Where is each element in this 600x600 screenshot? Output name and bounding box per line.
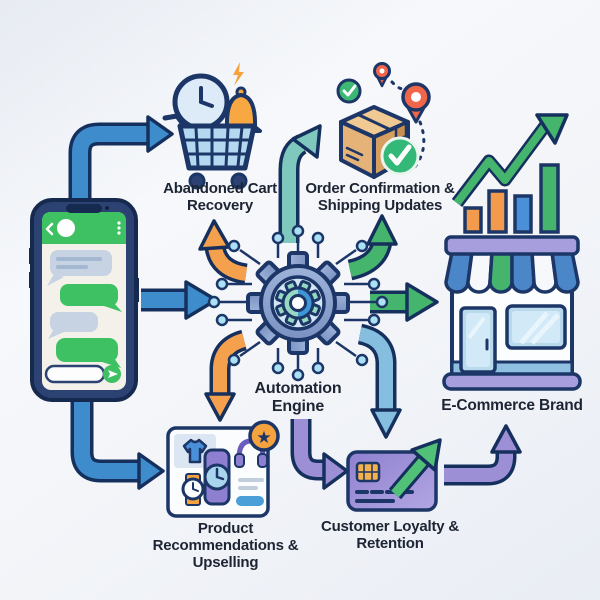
smartwatch-icon (203, 448, 231, 506)
star-badge-icon: ★ (248, 420, 280, 452)
storefront-base (442, 372, 582, 391)
arrow-engine-to-loyalty (357, 323, 402, 439)
arrow-engine-to-products (204, 329, 248, 422)
arrow-products-to-loyalty (290, 419, 349, 490)
window-icon (505, 304, 567, 350)
label-abandoned-cart: Abandoned Cart Recovery (163, 180, 277, 214)
label-customer-loyalty: Customer Loyalty & Retention (320, 518, 460, 552)
spark-icon (233, 62, 244, 86)
label-product-recommendations: Product Recommendations & Upselling (152, 520, 299, 571)
door-icon (459, 306, 497, 374)
abandoned-cart-icons (162, 62, 262, 190)
label-order-confirmation: Order Confirmation & Shipping Updates (305, 180, 455, 214)
bar-chart-icon (463, 163, 560, 234)
storefront-icon (442, 235, 582, 391)
message-input (44, 364, 106, 384)
order-confirmation-icons (336, 62, 431, 179)
menu-dots-icon (117, 221, 121, 235)
gear-icon (246, 251, 350, 355)
location-pin-icon (401, 82, 431, 124)
text-line (238, 478, 264, 482)
growth-arrow-icon (451, 113, 569, 207)
text-line (238, 486, 258, 490)
send-icon (103, 365, 121, 383)
shopping-cart-icon (162, 113, 257, 190)
check-circle-icon (336, 78, 362, 104)
arrow-engine-to-cart (198, 219, 248, 285)
product-recommendations-panel: ★ (166, 420, 280, 518)
loyalty-growth-arrow-icon (388, 438, 442, 500)
ecommerce-brand-icons (442, 113, 582, 391)
svg-text:★: ★ (256, 428, 271, 448)
chat-bubbles-icon (47, 250, 122, 368)
avatar-icon (57, 219, 75, 237)
storefront-sign (444, 235, 580, 256)
label-ecommerce-brand: E-Commerce Brand (441, 397, 583, 414)
customer-loyalty-icons (346, 438, 442, 512)
circuit-nodes-icon (207, 224, 389, 382)
arrow-engine-to-orders-teal (278, 124, 322, 243)
cta-pill (236, 496, 264, 506)
wristwatch-icon (181, 473, 205, 506)
arrow-loyalty-to-store (444, 424, 522, 486)
label-automation-engine: Automation Engine (254, 380, 342, 415)
awning-icon (444, 250, 580, 294)
tshirt-icon (182, 438, 208, 464)
arrow-phone-to-engine (141, 280, 218, 320)
chat-header (42, 212, 126, 244)
arrow-phone-to-cart (68, 115, 174, 206)
delivered-check-icon (380, 136, 420, 176)
smartphone-chat-icon (29, 198, 139, 402)
back-arrow-icon (45, 222, 54, 236)
location-pin-small-icon (373, 62, 391, 88)
arrow-phone-to-products (70, 397, 165, 490)
arrow-engine-to-orders-green (347, 214, 398, 281)
